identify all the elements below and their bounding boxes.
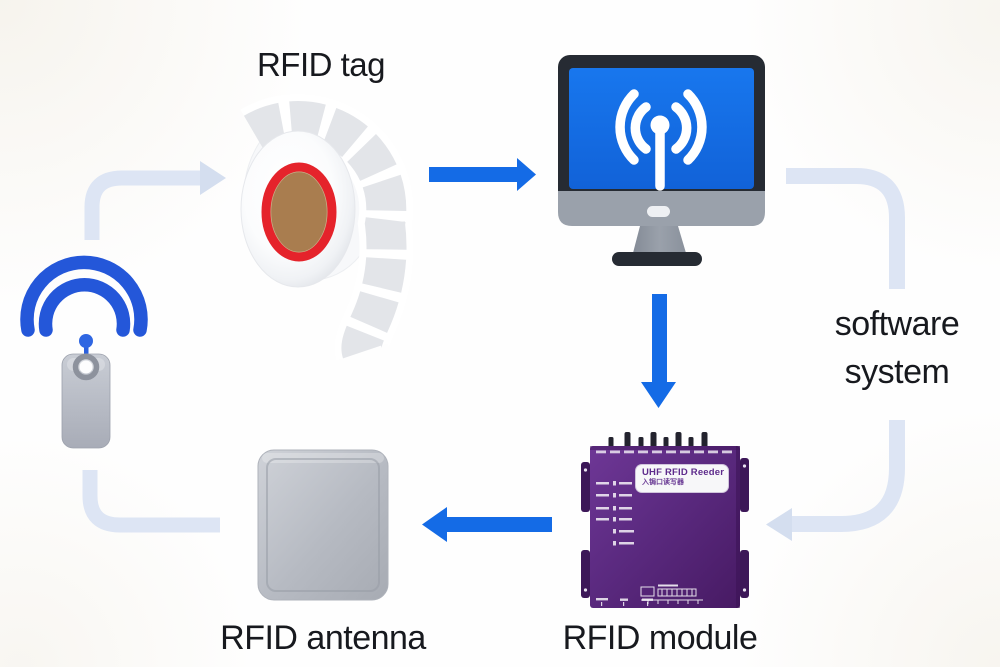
computer-illustration xyxy=(558,55,765,266)
arrowhead-down-icon xyxy=(641,382,676,408)
wifi-signal-icon xyxy=(20,255,148,337)
module-bottom-labels xyxy=(596,598,653,606)
module-antenna-ports xyxy=(608,432,708,448)
module-port-labels xyxy=(596,450,732,454)
keyfob-dot xyxy=(79,334,93,348)
module-schematic-art xyxy=(640,584,703,604)
rfid-antenna-label: RFID antenna xyxy=(220,619,426,657)
roll-red-ring xyxy=(261,162,337,262)
monitor-stand-neck xyxy=(633,226,686,253)
monitor-stand-base xyxy=(612,252,702,266)
arrow-tag-to-computer xyxy=(429,158,536,191)
broadcast-antenna-icon xyxy=(615,89,707,191)
antenna-panel-illustration xyxy=(257,449,389,601)
module-illustration xyxy=(581,432,749,608)
arrow-computer-to-module xyxy=(641,294,676,408)
tag-roll-illustration xyxy=(240,94,414,361)
keyfob-illustration xyxy=(20,255,148,449)
monitor-button xyxy=(647,206,670,217)
software-system-label-line1: software xyxy=(834,305,960,343)
antenna-panel-inset-line xyxy=(266,458,380,592)
connector-software-to-module xyxy=(766,420,905,541)
software-system-label-line2: system xyxy=(844,353,950,391)
module-sticker-subtitle: 入锔口读写器 xyxy=(642,479,684,486)
rfid-module-label: RFID module xyxy=(562,619,758,657)
module-top-edge xyxy=(590,446,740,450)
connector-antenna-to-keyfob xyxy=(82,470,220,533)
arrowhead-left-icon xyxy=(422,507,447,542)
roll-core xyxy=(269,170,329,254)
label-strip-labels xyxy=(243,101,407,359)
rfid-tag-label: RFID tag xyxy=(256,46,386,83)
arrowhead-left-icon xyxy=(766,508,792,541)
software-system-label: software system xyxy=(835,300,960,396)
module-right-edge xyxy=(736,446,740,608)
antenna-panel xyxy=(257,449,389,601)
keyfob-hole xyxy=(79,360,93,374)
connector-keyfob-to-tag xyxy=(84,161,226,240)
module-sticker-title: UHF RFID Reeder xyxy=(642,467,725,478)
keyfob-ring xyxy=(72,353,100,381)
module-flanges xyxy=(581,458,749,598)
module-sticker: UHF RFID Reeder 入锔口读写器 xyxy=(635,464,729,493)
keyfob-stem xyxy=(84,339,89,361)
arrow-module-to-antenna xyxy=(422,507,552,542)
arrowhead-right-icon xyxy=(200,161,226,195)
arrowhead-right-icon xyxy=(517,158,536,191)
module-status-rows xyxy=(596,481,634,546)
connector-computer-to-software xyxy=(786,168,905,289)
